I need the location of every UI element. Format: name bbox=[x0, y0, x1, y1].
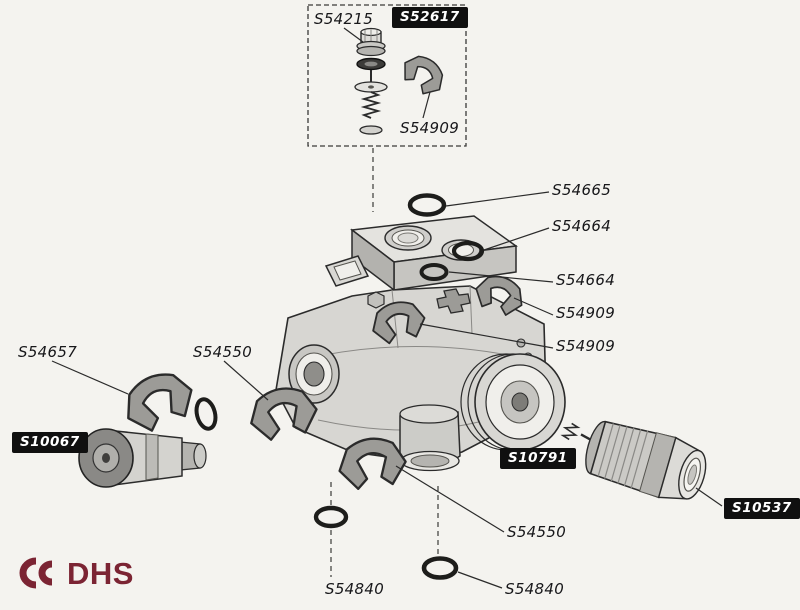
o-ring-s54840-left bbox=[313, 505, 349, 529]
part-label-s54664-upper: S54664 bbox=[552, 217, 612, 235]
cross-bracket bbox=[436, 288, 471, 314]
cartridge-s10067 bbox=[78, 428, 207, 488]
part-label-s54664-lower: S54664 bbox=[556, 271, 616, 289]
left-port bbox=[288, 344, 340, 404]
part-label-s54909-upper: S54909 bbox=[556, 304, 616, 322]
leader-lines bbox=[51, 27, 723, 589]
part-label-s54840-right: S54840 bbox=[505, 580, 565, 598]
part-label-s10791: S10791 bbox=[500, 448, 576, 469]
o-ring-s54840-right bbox=[421, 556, 459, 580]
inset-stem-spring-part bbox=[354, 70, 388, 135]
bottom-port bbox=[399, 404, 461, 472]
part-label-s54215: S54215 bbox=[314, 10, 374, 28]
part-label-s54550-bottom: S54550 bbox=[507, 523, 567, 541]
inset-seal-part bbox=[356, 57, 386, 71]
dhs-logo: DHS bbox=[12, 556, 134, 590]
o-ring-s54664-lower bbox=[419, 263, 449, 281]
clip-s54657 bbox=[115, 362, 202, 439]
dhs-logo-icon bbox=[19, 557, 53, 589]
o-ring-s54664-upper bbox=[451, 240, 485, 262]
assembly-axis-lines bbox=[330, 482, 439, 577]
part-label-s54665: S54665 bbox=[552, 181, 612, 199]
part-label-s54840-left: S54840 bbox=[325, 580, 385, 598]
o-ring-left bbox=[194, 397, 218, 431]
part-label-s10067: S10067 bbox=[12, 432, 88, 453]
valve-top-deck bbox=[324, 215, 518, 292]
dhs-logo-text: DHS bbox=[67, 555, 134, 591]
part-label-s10537: S10537 bbox=[724, 498, 800, 519]
retaining-clip-s52617 bbox=[396, 47, 452, 101]
o-ring-s54665 bbox=[407, 193, 447, 217]
right-collar-s10791 bbox=[460, 353, 566, 451]
actuator-s10537 bbox=[560, 420, 707, 500]
part-label-s52617: S52617 bbox=[392, 7, 468, 28]
part-label-s54909-inset: S54909 bbox=[400, 119, 460, 137]
inset-box bbox=[307, 4, 467, 147]
part-label-s54550-left: S54550 bbox=[193, 343, 253, 361]
part-label-s54909-lower: S54909 bbox=[556, 337, 616, 355]
part-label-s54657: S54657 bbox=[18, 343, 78, 361]
inset-cap-part bbox=[356, 27, 386, 57]
